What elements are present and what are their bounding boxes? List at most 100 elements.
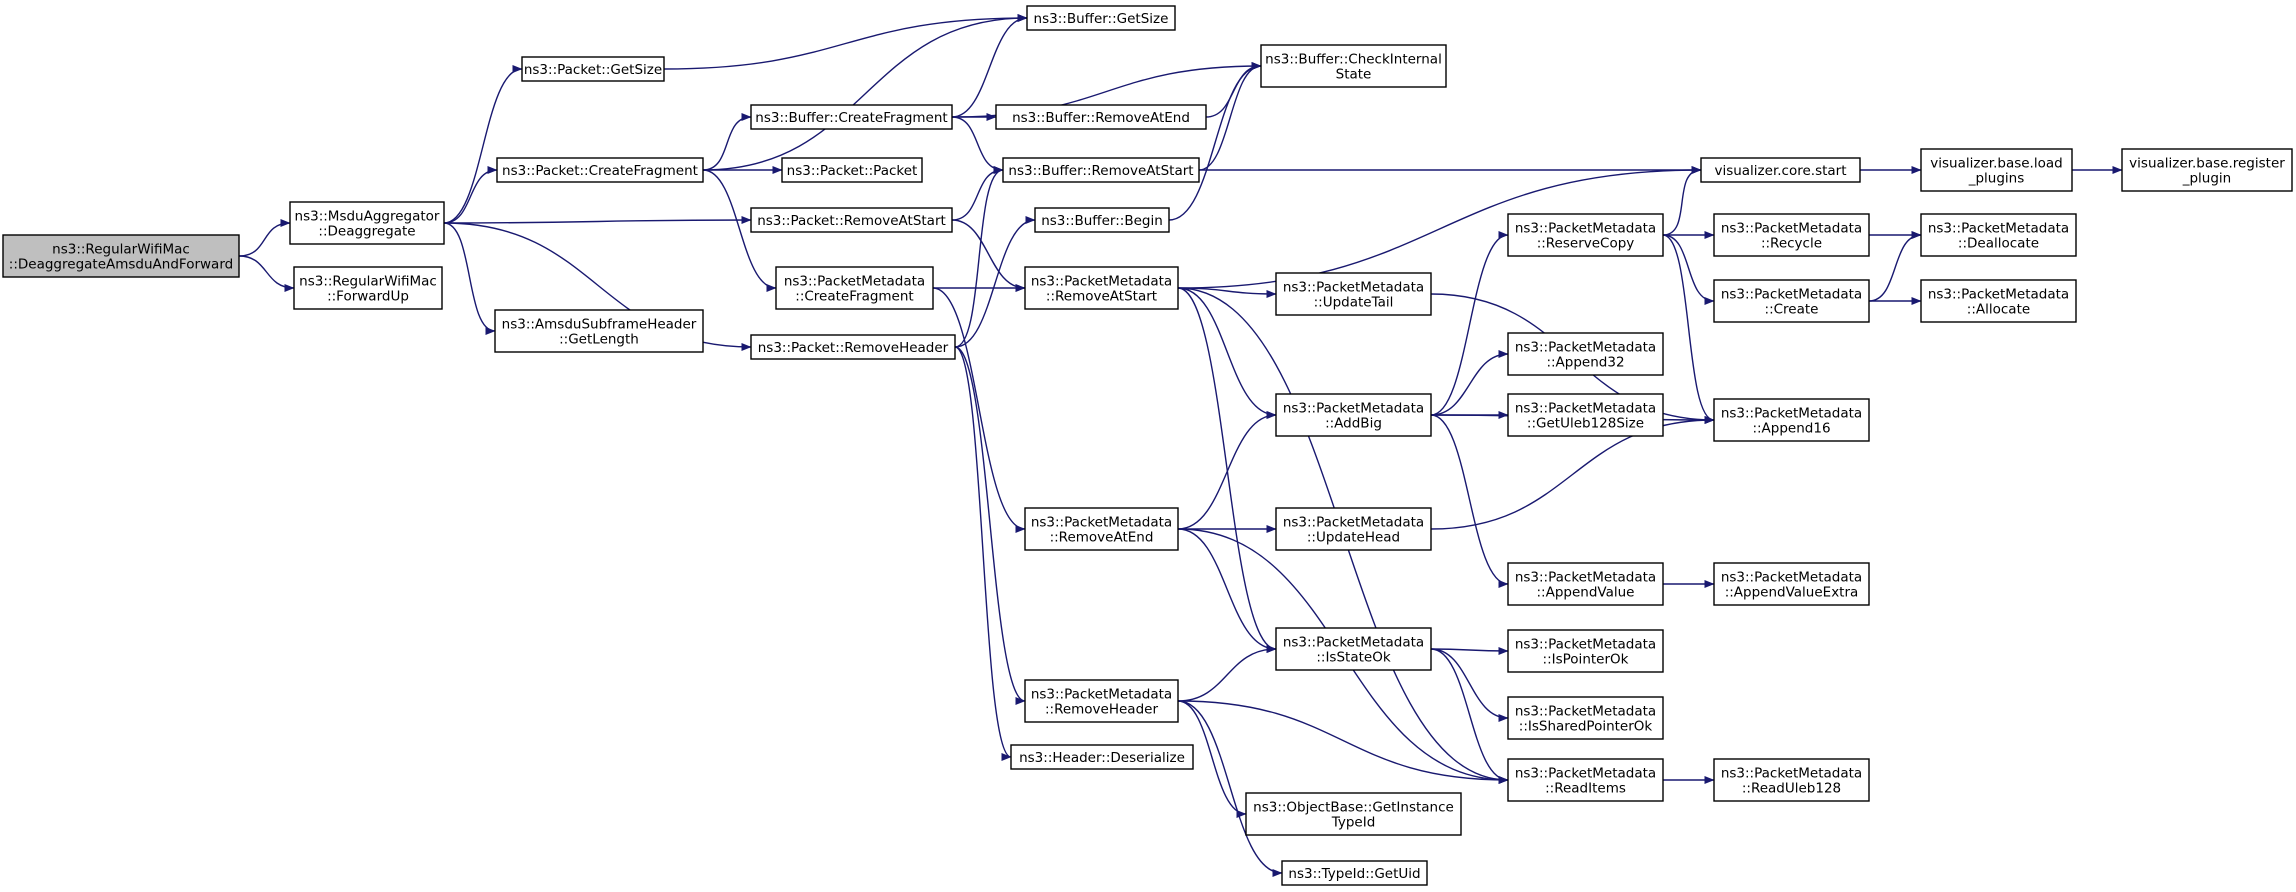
node-label-line: ns3::PacketMetadata xyxy=(1515,340,1656,356)
edge-arrow xyxy=(443,65,523,224)
function-node-root[interactable]: ns3::RegularWifiMac::DeaggregateAmsduAnd… xyxy=(2,234,240,278)
function-node-pm-issharedok[interactable]: ns3::PacketMetadata::IsSharedPointerOk xyxy=(1507,696,1664,740)
function-node-pkt-createfrag[interactable]: ns3::Packet::CreateFragment xyxy=(496,157,704,183)
function-node-pm-addbig[interactable]: ns3::PacketMetadata::AddBig xyxy=(1275,393,1432,437)
node-box xyxy=(775,266,934,310)
node-label-line: ns3::MsduAggregator xyxy=(295,209,440,225)
node-box xyxy=(1260,44,1447,88)
node-label-line: ::DeaggregateAmsduAndForward xyxy=(9,257,233,273)
function-node-vis-load[interactable]: visualizer.base.load_plugins xyxy=(1920,148,2073,192)
call-edge xyxy=(954,346,1026,705)
node-box xyxy=(750,104,953,130)
node-label-line: ::ReadItems xyxy=(1545,781,1626,797)
function-node-vis-start[interactable]: visualizer.core.start xyxy=(1700,157,1861,183)
function-nodes: ns3::RegularWifiMac::DeaggregateAmsduAnd… xyxy=(2,5,2293,886)
call-edge xyxy=(954,216,1036,348)
function-node-hdr-deser[interactable]: ns3::Header::Deserialize xyxy=(1010,744,1194,770)
call-edge xyxy=(1430,646,1509,655)
function-node-pm-append32[interactable]: ns3::PacketMetadata::Append32 xyxy=(1507,332,1664,376)
call-edge xyxy=(1430,350,1509,416)
node-box xyxy=(1245,792,1462,836)
node-label-line: _plugins xyxy=(1968,171,2025,187)
function-node-pm-create[interactable]: ns3::PacketMetadata::Create xyxy=(1713,279,1870,323)
function-node-pm-recycle[interactable]: ns3::PacketMetadata::Recycle xyxy=(1713,213,1870,257)
function-node-typeid-getuid[interactable]: ns3::TypeId::GetUid xyxy=(1281,860,1428,886)
edge-arrow xyxy=(1430,648,1509,722)
function-node-pm-ispointerok[interactable]: ns3::PacketMetadata::IsPointerOk xyxy=(1507,629,1664,673)
edge-arrow xyxy=(1430,231,1509,416)
function-node-buf-removeatend[interactable]: ns3::Buffer::RemoveAtEnd xyxy=(995,104,1207,130)
node-label-line: ns3::Buffer::Begin xyxy=(1041,213,1163,229)
function-node-buf-removeatstart[interactable]: ns3::Buffer::RemoveAtStart xyxy=(1002,157,1200,183)
edge-arrow xyxy=(702,14,1028,171)
call-edge xyxy=(1868,231,1922,302)
function-node-pkt-removeheader[interactable]: ns3::Packet::RemoveHeader xyxy=(750,334,956,360)
function-node-pkt-packet[interactable]: ns3::Packet::Packet xyxy=(781,157,923,183)
function-node-pm-getuleb[interactable]: ns3::PacketMetadata::GetUleb128Size xyxy=(1507,393,1664,437)
edge-arrow xyxy=(663,14,1028,70)
function-node-pm-dealloc[interactable]: ns3::PacketMetadata::Deallocate xyxy=(1920,213,2077,257)
call-edges xyxy=(238,14,2123,877)
call-edge xyxy=(663,14,1028,70)
function-node-pm-readitems[interactable]: ns3::PacketMetadata::ReadItems xyxy=(1507,758,1664,802)
node-box xyxy=(1024,679,1179,723)
node-label-line: ::IsStateOk xyxy=(1316,650,1390,666)
edge-arrow xyxy=(702,113,752,171)
edge-arrow xyxy=(443,222,496,335)
node-box xyxy=(1281,860,1428,886)
node-box xyxy=(750,207,953,233)
function-node-pm-createfrag[interactable]: ns3::PacketMetadata::CreateFragment xyxy=(775,266,934,310)
function-node-msdu-deagg[interactable]: ns3::MsduAggregator::Deaggregate xyxy=(289,201,445,245)
node-label-line: ns3::Buffer::CheckInternal xyxy=(1265,52,1442,68)
function-node-pm-appendvalue[interactable]: ns3::PacketMetadata::AppendValue xyxy=(1507,562,1664,606)
node-box xyxy=(1700,157,1861,183)
call-edge xyxy=(443,222,496,335)
function-node-pkt-getsize[interactable]: ns3::Packet::GetSize xyxy=(521,56,665,82)
function-node-pm-isstateok[interactable]: ns3::PacketMetadata::IsStateOk xyxy=(1275,627,1432,671)
call-edge xyxy=(1177,287,1277,419)
node-label-line: ns3::PacketMetadata xyxy=(1515,570,1656,586)
node-box xyxy=(1024,266,1179,310)
node-label-line: ns3::PacketMetadata xyxy=(1031,515,1172,531)
function-node-pm-alloc[interactable]: ns3::PacketMetadata::Allocate xyxy=(1920,279,2077,323)
function-node-pm-removeheader[interactable]: ns3::PacketMetadata::RemoveHeader xyxy=(1024,679,1179,723)
function-node-buf-getsize[interactable]: ns3::Buffer::GetSize xyxy=(1026,5,1176,31)
node-label-line: ns3::Packet::Packet xyxy=(787,163,918,179)
call-edge xyxy=(238,219,291,257)
call-edge xyxy=(1177,700,1247,818)
node-label-line: ns3::Header::Deserialize xyxy=(1019,750,1185,766)
call-edge xyxy=(951,166,1004,221)
node-label-line: ::AppendValueExtra xyxy=(1725,585,1859,601)
function-node-pm-updatetail[interactable]: ns3::PacketMetadata::UpdateTail xyxy=(1275,272,1432,316)
node-box xyxy=(494,309,704,353)
function-node-pm-updatehead[interactable]: ns3::PacketMetadata::UpdateHead xyxy=(1275,507,1432,551)
function-node-pm-appendvalueextra[interactable]: ns3::PacketMetadata::AppendValueExtra xyxy=(1713,562,1870,606)
function-node-vis-register[interactable]: visualizer.base.register_plugin xyxy=(2121,148,2293,192)
node-label-line: ::Deaggregate xyxy=(318,224,415,240)
call-edge xyxy=(1662,166,1702,236)
call-edge xyxy=(1177,528,1277,653)
function-node-pm-removeatstart[interactable]: ns3::PacketMetadata::RemoveAtStart xyxy=(1024,266,1179,310)
function-node-pm-readuleb[interactable]: ns3::PacketMetadata::ReadUleb128 xyxy=(1713,758,1870,802)
edge-arrow xyxy=(1430,414,1509,588)
node-label-line: ns3::PacketMetadata xyxy=(1283,280,1424,296)
function-node-pm-reservecopy[interactable]: ns3::PacketMetadata::ReserveCopy xyxy=(1507,213,1664,257)
node-label-line: ns3::PacketMetadata xyxy=(1721,766,1862,782)
node-box xyxy=(1920,213,2077,257)
function-node-pm-append16[interactable]: ns3::PacketMetadata::Append16 xyxy=(1713,398,1870,442)
function-node-amsdu-getlen[interactable]: ns3::AmsduSubframeHeader::GetLength xyxy=(494,309,704,353)
node-label-line: ::Deallocate xyxy=(1958,236,2039,252)
function-node-buf-begin[interactable]: ns3::Buffer::Begin xyxy=(1034,207,1170,233)
function-node-fwd-up[interactable]: ns3::RegularWifiMac::ForwardUp xyxy=(293,266,443,310)
function-node-buf-createfrag[interactable]: ns3::Buffer::CreateFragment xyxy=(750,104,953,130)
node-label-line: ns3::PacketMetadata xyxy=(1031,687,1172,703)
function-node-pkt-removeatstart[interactable]: ns3::Packet::RemoveAtStart xyxy=(750,207,953,233)
call-edge xyxy=(1430,416,1715,530)
node-label-line: ::ForwardUp xyxy=(327,289,409,305)
call-edge xyxy=(951,14,1028,118)
function-node-pm-removeatend[interactable]: ns3::PacketMetadata::RemoveAtEnd xyxy=(1024,507,1179,551)
node-label-line: ns3::Packet::RemoveAtStart xyxy=(757,213,946,229)
